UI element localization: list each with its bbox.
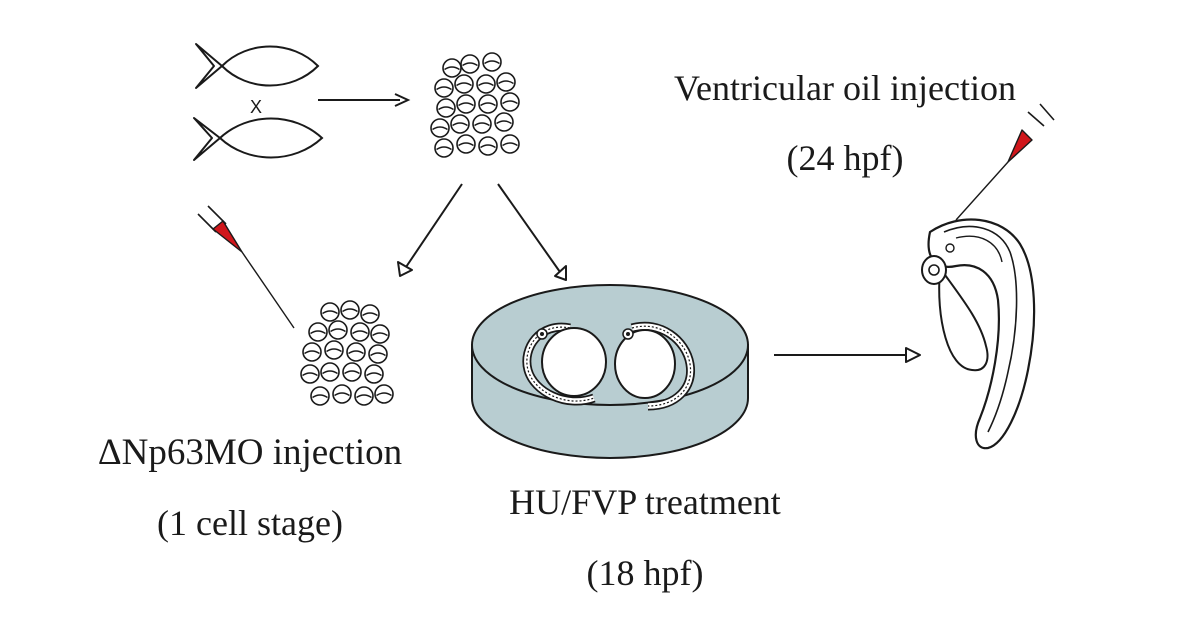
treatment-title: HU/FVP treatment [509,482,781,522]
zebrafish-larva-icon [921,218,1036,450]
morpholino-injection-stage: (1 cell stage) [157,503,343,543]
morpholino-injection-title: ΔNp63MO injection [97,432,403,473]
curled-embryo-right-icon [614,321,696,411]
microinjection-needle-right-icon [955,103,1055,221]
ventricular-injection-title: Ventricular oil injection [674,68,1016,108]
arrow-treatment-to-larva [774,347,921,363]
arrow-eggs-to-injection [397,183,463,277]
embryo-cluster-top-icon [430,52,520,158]
parent-fish-bottom-icon [193,117,324,161]
ventricular-injection-time: (24 hpf) [786,138,904,178]
arrow-eggs-to-treatment [497,183,567,281]
arrow-cross-to-eggs [318,93,411,107]
cross-symbol: X [250,97,262,117]
parent-fish-top-icon [195,43,320,89]
microinjection-needle-left-icon [197,205,295,329]
treatment-time: (18 hpf) [586,553,704,593]
petri-dish-icon [471,284,749,459]
curled-embryo-left-icon [522,322,607,406]
embryo-cluster-injected-icon [300,300,394,406]
